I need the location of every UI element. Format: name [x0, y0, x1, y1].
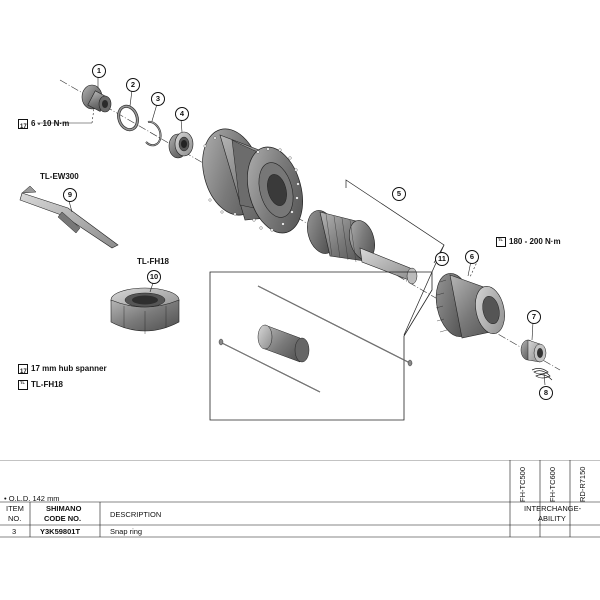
header-interchangeability-2: ABILITY: [538, 514, 566, 523]
part-7-lock-nut: [520, 339, 547, 363]
header-code-no: CODE NO.: [44, 514, 82, 523]
header-shimano: SHIMANO: [46, 504, 82, 513]
header-item: ITEM: [6, 504, 24, 513]
callout-8: 8: [539, 386, 553, 400]
row-item: 3: [12, 527, 17, 536]
model-rd-r7150: RD-R7150: [578, 466, 587, 502]
header-interchangeability-1: INTERCHANGE-: [524, 504, 582, 513]
callout-5: 5: [392, 187, 406, 201]
wrench-17-icon: 17: [18, 119, 28, 130]
old-note: • O.L.D. 142 mm: [4, 494, 60, 503]
part-2-washer: [117, 104, 139, 132]
tl-fh18-text: TL-FH18: [31, 380, 63, 390]
callout-11: 11: [435, 252, 449, 266]
header-no: NO.: [8, 514, 22, 523]
table-grid: [0, 460, 600, 538]
tool-label-ew300: TL-EW300: [40, 172, 79, 181]
row-description: Snap ring: [110, 527, 143, 536]
part-4-bearing: [168, 131, 194, 159]
part-3-snap-ring: [145, 120, 162, 147]
part-8-spring: [531, 368, 553, 381]
callout-3: 3: [151, 92, 165, 106]
tool-label-fh18-top: TL-FH18: [137, 257, 169, 266]
model-fh-tc500: FH-TC500: [518, 466, 527, 502]
part-10-tool-tl-fh18: [110, 287, 180, 334]
model-fh-tc600: FH-TC600: [548, 466, 557, 502]
parts-table: • O.L.D. 142 mm FH-TC500 FH-TC600 RD-R71…: [0, 460, 600, 600]
callout-6: 6: [465, 250, 479, 264]
leader-lines: [37, 77, 546, 386]
torque-value-2: 180 - 200 N·m: [509, 237, 561, 247]
part-9-tool-tl-ew300: [19, 185, 119, 249]
inset-box: [209, 271, 433, 421]
torque-value-1: 6 - 10 N·m: [31, 119, 70, 129]
header-description: DESCRIPTION: [110, 510, 162, 519]
leader-torque-2: [469, 259, 479, 278]
part-1-end-cap: [81, 84, 112, 113]
callout-7: 7: [527, 310, 541, 324]
parts-diagram-svg: [19, 77, 561, 421]
callout-1: 1: [92, 64, 106, 78]
part-5-freehub-body: [307, 210, 418, 285]
part-6-freehub-cogs: [435, 273, 505, 339]
callout-10: 10: [147, 270, 161, 284]
tl-tool-icon: TL: [496, 237, 506, 247]
tl-tool-icon: TL: [18, 380, 28, 390]
hub-body: [202, 128, 303, 234]
wrench-17-icon: 17: [18, 364, 28, 375]
row-code: Y3K59801T: [40, 527, 81, 536]
hub-spanner-text: 17 mm hub spanner: [31, 364, 107, 374]
callout-2: 2: [126, 78, 140, 92]
callout-4: 4: [175, 107, 189, 121]
callout-9: 9: [63, 188, 77, 202]
